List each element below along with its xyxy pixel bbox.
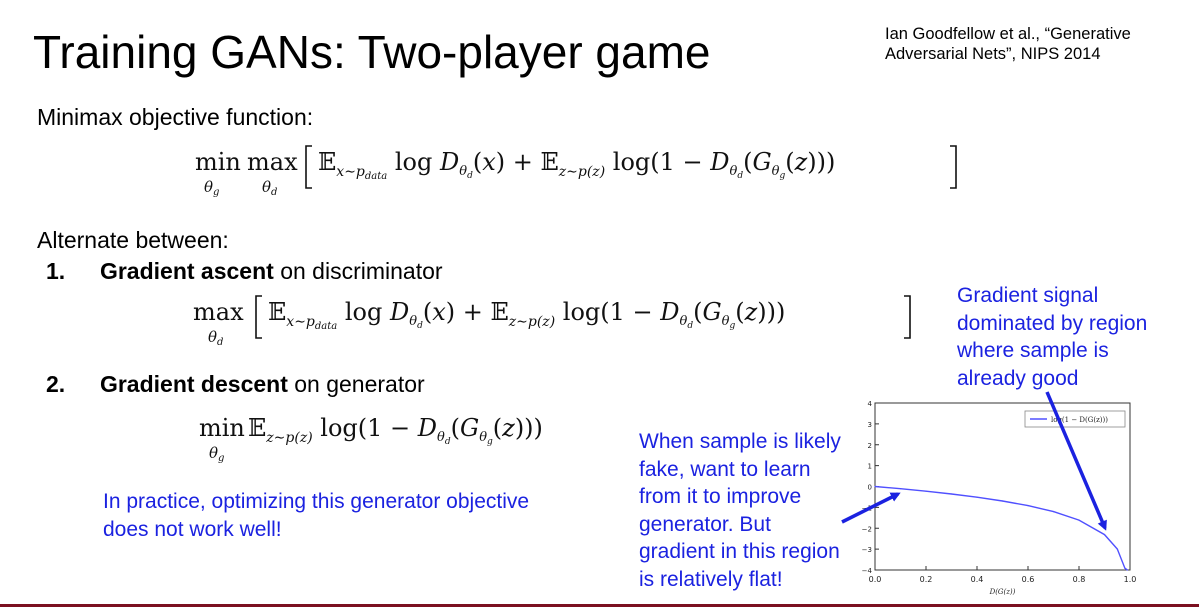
y-tick-label: 2 bbox=[868, 442, 872, 450]
data-point bbox=[1124, 567, 1126, 569]
x-tick-label: 0.0 bbox=[869, 575, 882, 584]
x-tick-label: 0.4 bbox=[971, 575, 984, 584]
ascent-formula-svg: max θd 𝔼x∼pdata log Dθd(x) + 𝔼z∼p(z) log… bbox=[193, 295, 911, 348]
step-1: 1. Gradient ascent on discriminator bbox=[46, 257, 443, 285]
footer-rule bbox=[0, 604, 1199, 607]
slide-title: Training GANs: Two-player game bbox=[33, 26, 711, 78]
data-point bbox=[1078, 519, 1080, 521]
svg-text:θd: θd bbox=[262, 178, 277, 198]
annotation-good-region: Gradient signal dominated by region wher… bbox=[957, 282, 1147, 392]
minimax-label: Minimax objective function: bbox=[37, 104, 314, 130]
svg-text:𝔼x∼pdata log Dθd(x) + 𝔼z∼p(z: 𝔼x∼pdata log Dθd(x) + 𝔼z∼p(z) log(1 − Dθ… bbox=[318, 148, 835, 182]
data-point bbox=[1052, 511, 1055, 513]
step-1-rest: on discriminator bbox=[273, 258, 443, 284]
svg-text:𝔼x∼pdata log Dθd(x) + 𝔼z∼p(z: 𝔼x∼pdata log Dθd(x) + 𝔼z∼p(z) log(1 − Dθ… bbox=[268, 298, 785, 332]
step-2-number: 2. bbox=[46, 371, 66, 397]
svg-text:min: min bbox=[199, 414, 245, 442]
annotation-flat-region: When sample is likely fake, want to lear… bbox=[639, 428, 841, 593]
annotation-flat-line: fake, want to learn bbox=[639, 457, 811, 481]
descent-formula-svg: min θg 𝔼z∼p(z) log(1 − Dθd(Gθg(z))) bbox=[199, 414, 543, 464]
data-point bbox=[950, 493, 953, 495]
svg-text:θd: θd bbox=[208, 328, 223, 348]
practice-note: In practice, optimizing this generator o… bbox=[103, 488, 529, 543]
x-tick-label: 1.0 bbox=[1124, 575, 1137, 584]
data-point bbox=[1103, 533, 1106, 536]
data-point bbox=[925, 490, 927, 492]
data-point bbox=[1001, 500, 1004, 502]
data-point bbox=[1116, 548, 1118, 550]
annotation-good-line: already good bbox=[957, 366, 1079, 390]
x-axis-label: D(G(z)) bbox=[989, 588, 1016, 596]
annotation-flat-line: generator. But bbox=[639, 512, 771, 536]
data-point bbox=[874, 485, 876, 488]
y-tick-label: −1 bbox=[862, 504, 872, 512]
y-tick-label: 4 bbox=[868, 400, 873, 408]
y-tick-label: 3 bbox=[868, 421, 872, 429]
practice-note-line-1: In practice, optimizing this generator o… bbox=[103, 490, 530, 513]
step-2-rest: on generator bbox=[287, 371, 425, 397]
annotation-good-line: where sample is bbox=[957, 339, 1109, 362]
step-2-bold: Gradient descent bbox=[99, 371, 288, 397]
svg-text:𝔼z∼p(z) log(1 − Dθd(Gθg(z))): 𝔼z∼p(z) log(1 − Dθd(Gθg(z))) bbox=[248, 414, 543, 447]
svg-text:min: min bbox=[195, 148, 241, 176]
data-point bbox=[899, 488, 902, 490]
practice-note-line-2: does not work well! bbox=[103, 517, 282, 541]
svg-text:θg: θg bbox=[209, 444, 224, 464]
citation: Ian Goodfellow et al., “Generative Adver… bbox=[885, 24, 1131, 64]
plot-frame bbox=[874, 402, 1131, 571]
step-2: 2. Gradient descent on generator bbox=[46, 370, 425, 398]
annotation-flat-line: When sample is likely bbox=[639, 430, 841, 453]
y-tick-label: 1 bbox=[868, 463, 872, 471]
y-tick-label: 0 bbox=[868, 484, 872, 492]
step-1-bold: Gradient ascent bbox=[99, 258, 274, 284]
x-tick-label: 0.2 bbox=[920, 575, 933, 584]
minimax-formula: min max θg θd 𝔼x∼pdata log Dθd(x) + 𝔼z∼p… bbox=[190, 138, 970, 207]
loss-chart: 0.0 0.2 0.4 0.6 0.8 1.0 4 3 2 1 0 −1 −2 −3 −4 log(1 − D… bbox=[862, 400, 1137, 596]
annotation-flat-line: from it to improve bbox=[639, 485, 802, 508]
y-tick-label: −4 bbox=[862, 567, 873, 575]
annotation-flat-line: is relatively flat! bbox=[639, 567, 783, 591]
legend-label: log(1 − D(G(z))) bbox=[1051, 416, 1108, 424]
ascent-formula: max θd 𝔼x∼pdata log Dθd(x) + 𝔼z∼p(z) log… bbox=[190, 286, 930, 355]
annotation-good-line: dominated by region bbox=[957, 311, 1148, 335]
data-point bbox=[1027, 505, 1029, 507]
annotation-flat-line: gradient in this region bbox=[639, 540, 840, 563]
annotation-good-line: Gradient signal bbox=[957, 284, 1099, 307]
y-tick-label: −2 bbox=[862, 525, 872, 533]
data-point bbox=[976, 496, 978, 498]
x-tick-label: 0.8 bbox=[1073, 575, 1086, 584]
step-1-number: 1. bbox=[46, 258, 66, 284]
minimax-formula-svg: min max θg θd 𝔼x∼pdata log Dθd(x) + 𝔼z∼p… bbox=[195, 145, 957, 198]
alternate-label: Alternate between: bbox=[37, 227, 229, 253]
x-tick-label: 0.6 bbox=[1022, 575, 1035, 584]
data-point bbox=[1126, 569, 1129, 571]
svg-text:max: max bbox=[247, 148, 298, 176]
citation-line-1: Ian Goodfellow et al., “Generative bbox=[885, 25, 1131, 43]
svg-text:max: max bbox=[193, 298, 244, 326]
descent-formula: min θg 𝔼z∼p(z) log(1 − Dθd(Gθg(z))) bbox=[196, 404, 626, 471]
svg-text:θg: θg bbox=[204, 178, 219, 198]
series-line bbox=[874, 485, 1128, 571]
citation-line-2: Adversarial Nets”, NIPS 2014 bbox=[885, 45, 1101, 63]
y-tick-label: −3 bbox=[862, 546, 872, 554]
